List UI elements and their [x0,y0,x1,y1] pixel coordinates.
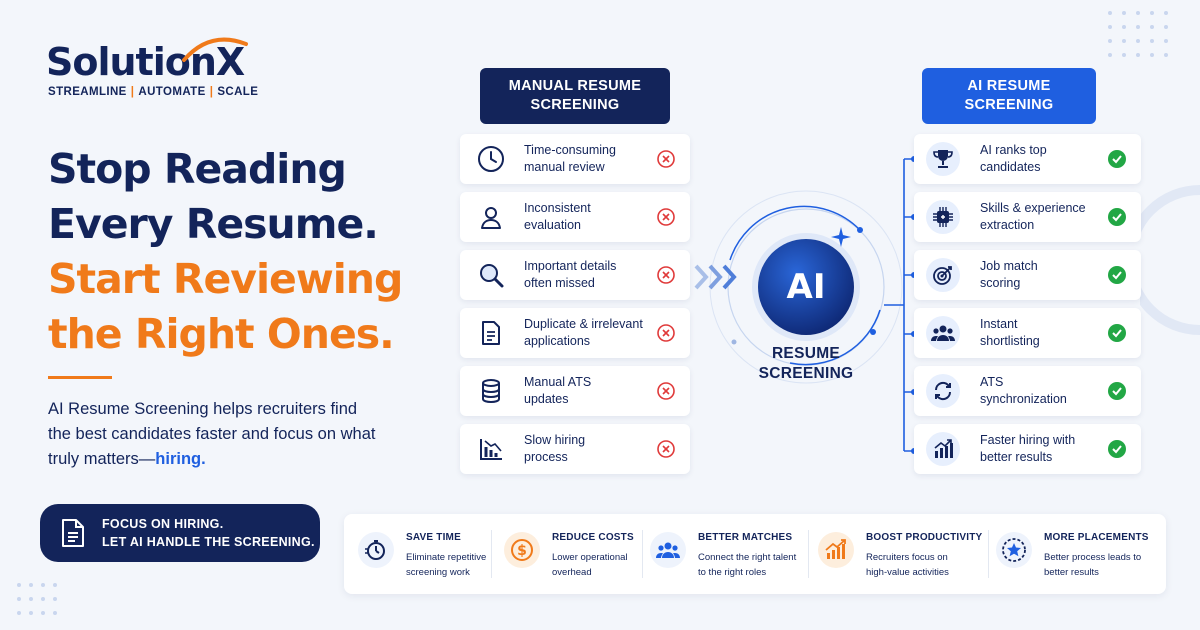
benefit-divider [642,530,643,578]
benefit-divider [808,530,809,578]
check-circle-icon [1108,266,1126,284]
clock-icon [478,146,504,172]
sync-icon [934,381,952,401]
svg-text:$: $ [517,543,527,559]
benefit-divider [988,530,989,578]
target-icon [933,266,952,285]
check-circle-icon [1108,150,1126,168]
check-circle-icon [1108,440,1126,458]
database-icon [482,379,500,404]
check-circle-icon [1108,208,1126,226]
x-circle-icon [657,382,675,400]
users-icon [931,325,955,341]
chevron-arrows-icon [694,264,737,290]
focus-banner: FOCUS ON HIRING. LET AI HANDLE THE SCREE… [40,504,320,562]
chart-down-icon [480,439,502,460]
headline-line-1: Stop Reading [48,145,347,193]
x-circle-icon [657,150,675,168]
magnifier-icon [480,264,504,288]
dot-grid-top-right [1108,11,1168,57]
x-circle-icon [657,266,675,284]
decorative-arc-right [1140,185,1200,335]
logo-swoosh-icon [182,37,248,62]
chip-icon [933,207,953,227]
users-icon [656,542,680,558]
dot-grid-bottom-left [17,583,57,615]
x-circle-icon [657,440,675,458]
growth-chart-icon [825,539,846,559]
dollar-icon: $ [511,539,533,561]
brand-tagline: STREAMLINE|AUTOMATE|SCALE [48,86,259,98]
headline: Stop Reading Every Resume. Start Reviewi… [48,142,403,362]
x-circle-icon [657,324,675,342]
ai-badge: AI [758,239,854,335]
ai-connector-lines [884,156,917,454]
description: AI Resume Screening helps recruiters fin… [48,400,376,468]
benefit-divider [491,530,492,578]
user-icon [481,207,501,229]
headline-line-3: Start Reviewing [48,255,403,303]
check-circle-icon [1108,324,1126,342]
check-circle-icon [1108,382,1126,400]
x-circle-icon [657,208,675,226]
chart-up-icon [934,439,953,458]
star-badge-icon [1002,538,1026,562]
headline-line-2: Every Resume. [48,200,379,248]
brand-logo: SolutionX [46,40,245,84]
trophy-icon [933,150,953,168]
document-icon [482,321,500,345]
sparkle-icon [831,227,851,247]
orange-divider [48,376,112,379]
document-icon [62,519,84,547]
stopwatch-icon [365,540,385,560]
headline-line-4: the Right Ones. [48,310,395,358]
